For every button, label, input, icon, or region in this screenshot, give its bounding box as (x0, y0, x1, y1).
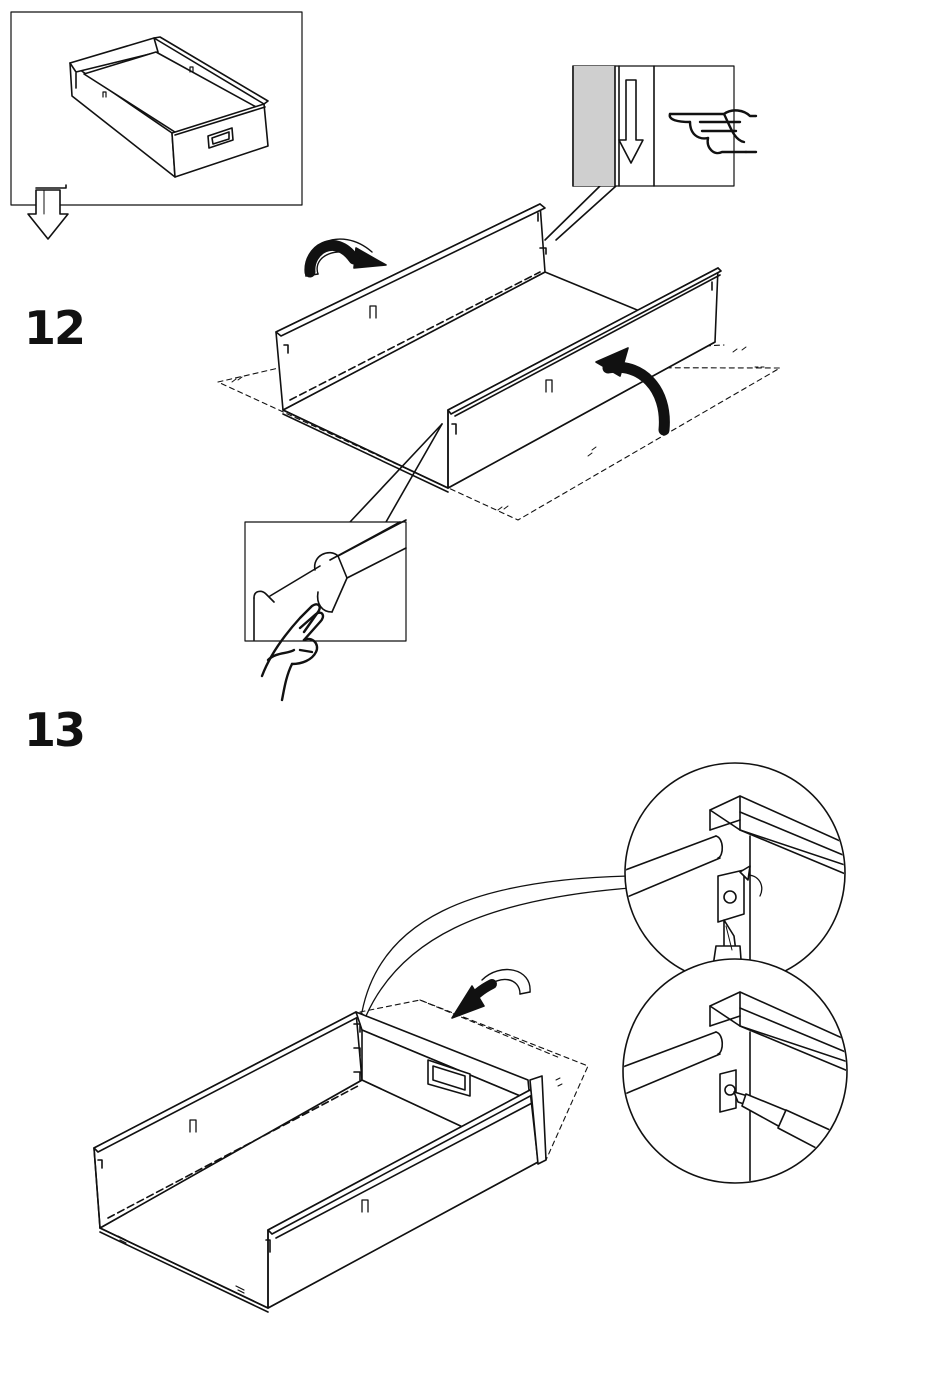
step13-dimension-marks (556, 1078, 562, 1086)
rotate-arrow-icon (305, 239, 386, 276)
step13-callout-leader (362, 876, 630, 1016)
cam-lock-icon (718, 870, 744, 922)
down-arrow-icon (28, 185, 68, 239)
drawer-overview-illustration (70, 37, 268, 177)
step13-detail-circle-2 (620, 959, 860, 1190)
cam-lock-icon (720, 1070, 736, 1112)
rotate-arrow-icon (452, 970, 530, 1018)
step12-hook-detail-callout (245, 424, 442, 641)
step12-rail-detail-callout (545, 66, 734, 240)
